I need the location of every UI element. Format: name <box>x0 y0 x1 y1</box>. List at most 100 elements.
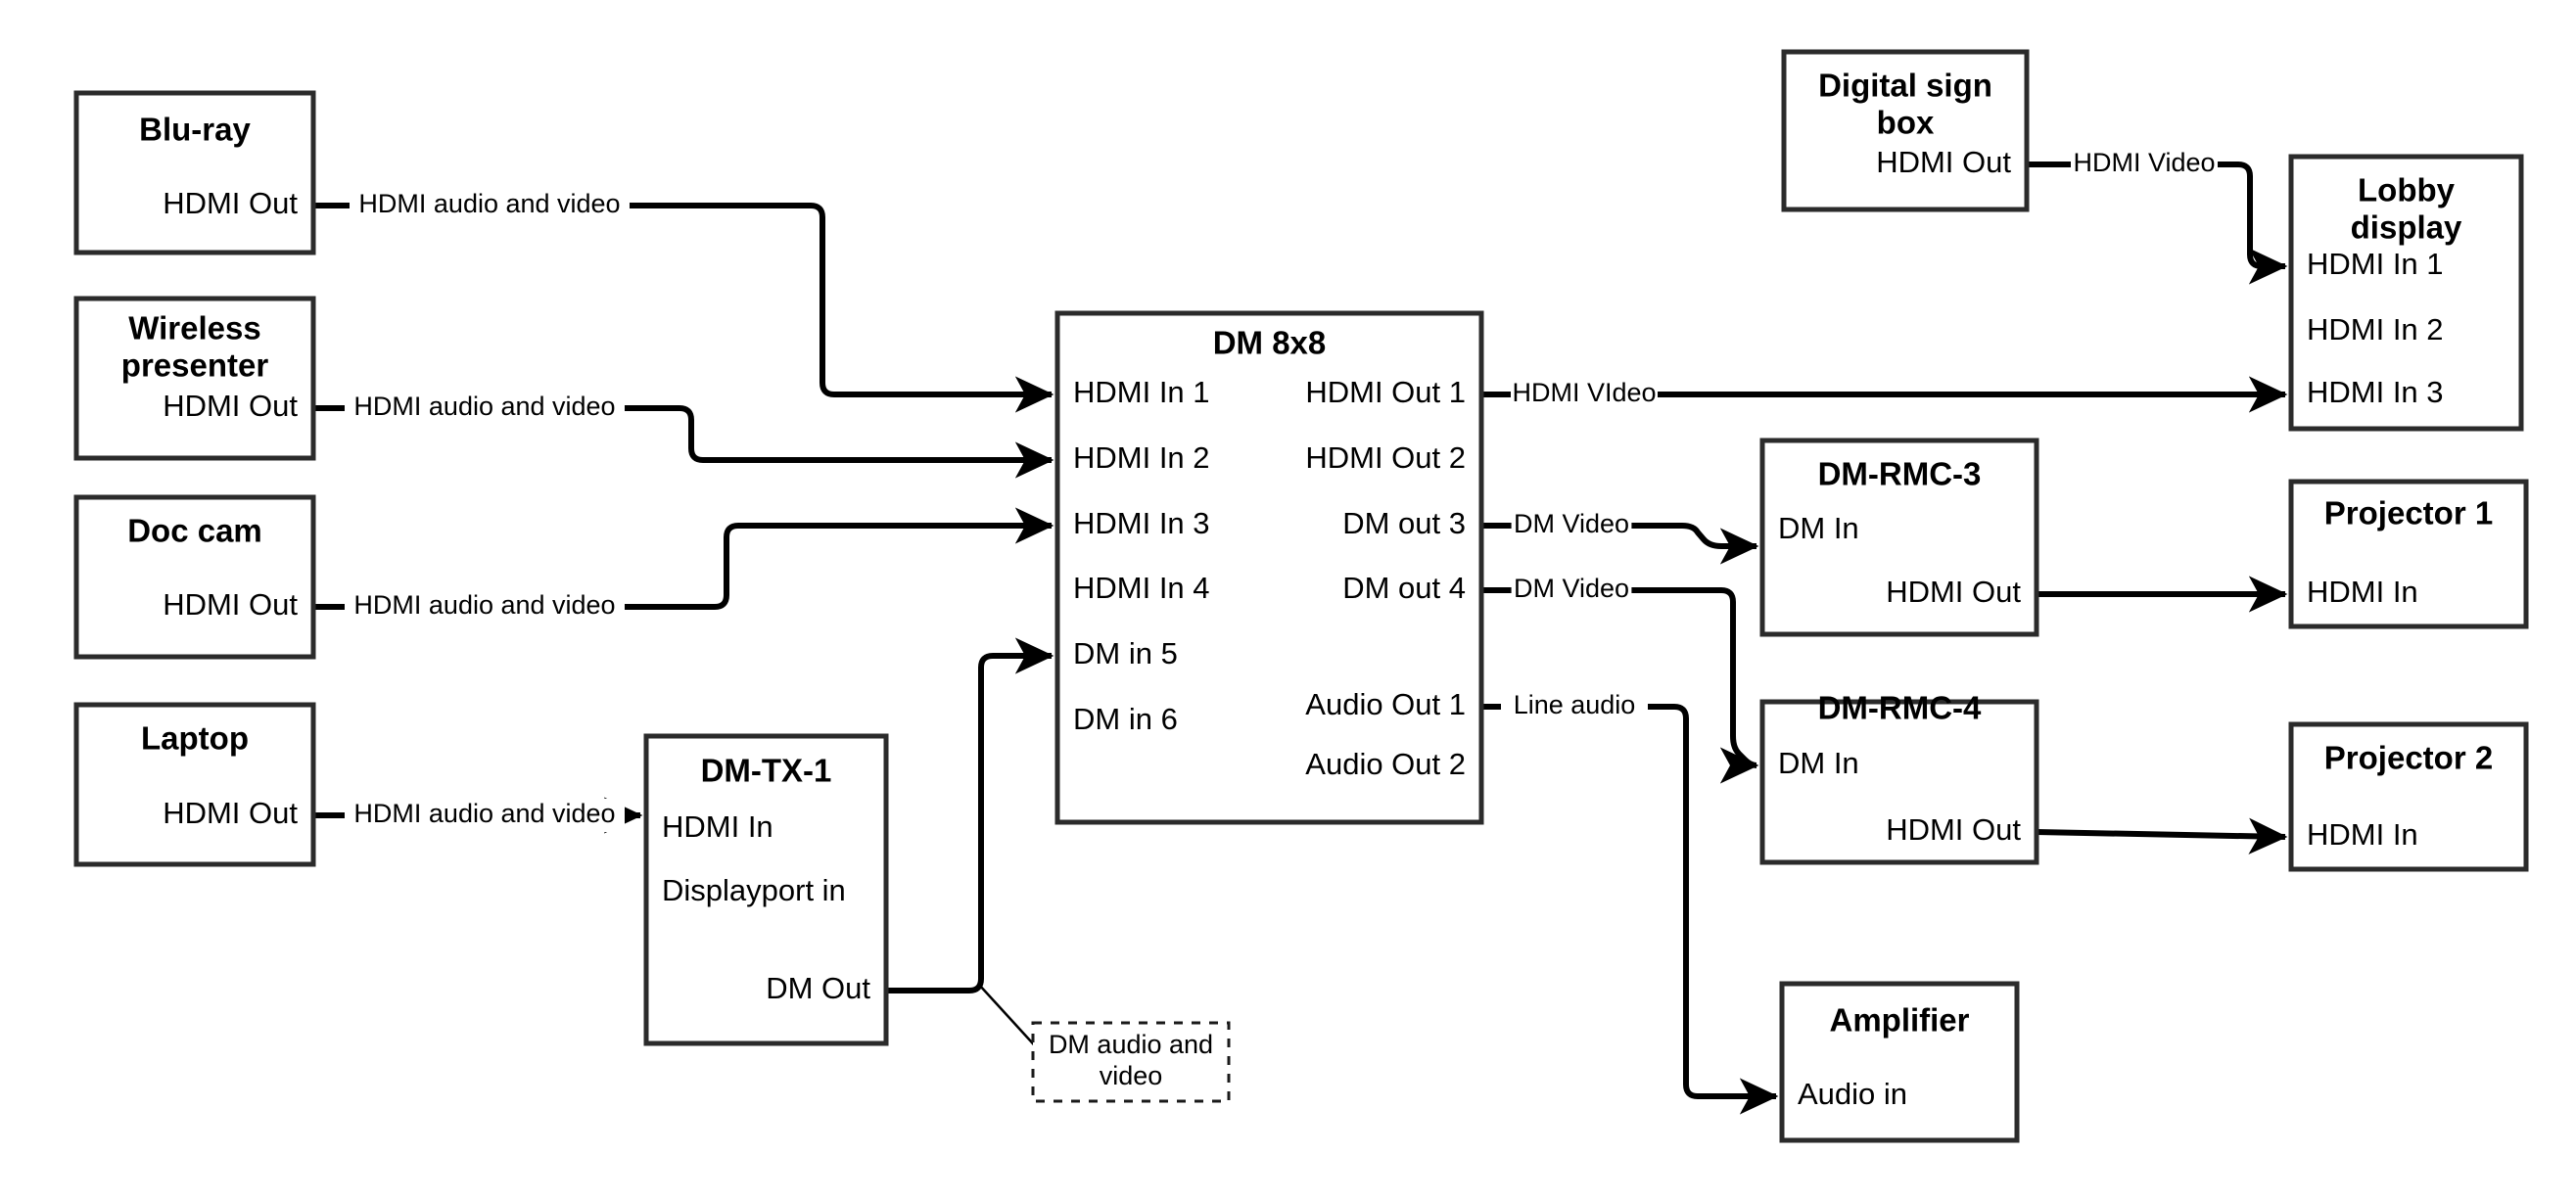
connector-label-bg-digitalsign-to-lobby <box>2071 148 2218 181</box>
node-box-digital-sign-box <box>1781 49 2030 212</box>
port-dm-8x8-hdmi-in-2[interactable]: HDMI In 2 <box>1073 440 1210 475</box>
port-lobby-display-hdmi-in-1[interactable]: HDMI In 1 <box>2307 247 2444 281</box>
node-box-projector-1 <box>2288 479 2529 629</box>
connector-rmc4-to-projector2 <box>2036 817 2288 855</box>
port-dm-8x8-hdmi-out-1[interactable]: HDMI Out 1 <box>1305 375 1466 409</box>
port-projector-1-hdmi-in[interactable]: HDMI In <box>2307 575 2418 609</box>
connector-label-bg-dm8x8-hdmiout1-to-lobby <box>1511 378 1658 411</box>
node-box-dm-tx-1 <box>643 733 889 1046</box>
node-title-lobby-display: display <box>2351 209 2462 246</box>
connector-label-bg-bluray-to-dm8x8 <box>350 189 630 222</box>
node-title-amplifier: Amplifier <box>1829 1002 1969 1039</box>
node-title-laptop: Laptop <box>141 720 249 757</box>
connector-label-dm8x8-dmout3-to-rmc3: DM Video <box>1511 509 1632 542</box>
connector-label-text-dm8x8-dmout4-to-rmc4: DM Video <box>1514 574 1629 603</box>
connector-label-text-bluray-to-dm8x8: HDMI audio and video <box>358 189 620 218</box>
node-title-wireless-presenter: presenter <box>121 347 269 384</box>
port-wireless-presenter-hdmi-out[interactable]: HDMI Out <box>163 389 298 423</box>
connector-digitalsign-to-lobby <box>2027 162 2288 285</box>
port-dm-tx-1-dm-out[interactable]: DM Out <box>766 971 870 1005</box>
port-dm-tx-1-hdmi-in[interactable]: HDMI In <box>662 809 773 844</box>
callout-label-dm-audio-and-video: video <box>1100 1061 1163 1090</box>
callout-box-dm-audio-and-video <box>1031 1021 1231 1103</box>
node-projector-2[interactable]: Projector 2 HDMI In <box>2288 721 2529 872</box>
connector-label-dm8x8-dmout4-to-rmc4: DM Video <box>1511 574 1632 607</box>
node-title-digital-sign-box: Digital sign <box>1818 68 1992 104</box>
connector-label-wireless-to-dm8x8: HDMI audio and video <box>345 392 625 425</box>
connector-label-bg-wireless-to-dm8x8 <box>345 392 625 425</box>
connector-bluray-to-dm8x8 <box>313 203 1054 413</box>
node-title-dm-rmc-4: DM-RMC-4 <box>1818 690 1982 726</box>
node-title-dm-8x8: DM 8x8 <box>1213 325 1327 361</box>
port-dm-8x8-audio-out-2[interactable]: Audio Out 2 <box>1305 747 1466 781</box>
port-dm-8x8-hdmi-in-4[interactable]: HDMI In 4 <box>1073 571 1210 605</box>
connector-label-bg-laptop-to-dmtx1 <box>345 799 625 832</box>
node-dm-rmc-4[interactable]: DM-RMC-4 DM In HDMI Out <box>1759 690 2039 865</box>
connector-label-text-doccam-to-dm8x8: HDMI audio and video <box>353 590 615 620</box>
port-dm-tx-1-displayport-in[interactable]: Displayport in <box>662 873 846 907</box>
port-dm-8x8-hdmi-in-1[interactable]: HDMI In 1 <box>1073 375 1210 409</box>
port-dm-rmc-3-dm-in[interactable]: DM In <box>1778 511 1859 545</box>
port-dm-8x8-dm-out-4[interactable]: DM out 4 <box>1342 571 1466 605</box>
connector-label-text-laptop-to-dmtx1: HDMI audio and video <box>353 799 615 828</box>
connector-label-dm8x8-audioout1-to-amplifier: Line audio <box>1501 690 1648 723</box>
node-box-dm-rmc-3 <box>1759 438 2039 637</box>
connector-label-bg-dm8x8-dmout3-to-rmc3 <box>1511 509 1632 542</box>
port-dm-8x8-dm-out-3[interactable]: DM out 3 <box>1342 506 1466 540</box>
port-dm-8x8-audio-out-1[interactable]: Audio Out 1 <box>1305 687 1466 721</box>
port-dm-8x8-dm-in-6[interactable]: DM in 6 <box>1073 702 1178 736</box>
node-box-amplifier <box>1779 981 2020 1143</box>
port-dm-8x8-hdmi-out-2[interactable]: HDMI Out 2 <box>1305 440 1466 475</box>
connector-label-text-dm8x8-audioout1-to-amplifier: Line audio <box>1514 690 1636 719</box>
port-dm-rmc-4-hdmi-out[interactable]: HDMI Out <box>1886 812 2021 847</box>
connector-dm-audio-video-leader <box>978 984 1042 1053</box>
port-dm-8x8-dm-in-5[interactable]: DM in 5 <box>1073 636 1178 670</box>
port-laptop-hdmi-out[interactable]: HDMI Out <box>163 796 298 830</box>
port-lobby-display-hdmi-in-2[interactable]: HDMI In 2 <box>2307 312 2444 346</box>
connector-label-bg-dm8x8-audioout1-to-amplifier <box>1501 690 1648 723</box>
port-bluray-hdmi-out[interactable]: HDMI Out <box>163 186 298 220</box>
port-projector-2-hdmi-in[interactable]: HDMI In <box>2307 817 2418 852</box>
port-dm-8x8-hdmi-in-3[interactable]: HDMI In 3 <box>1073 506 1210 540</box>
node-title-projector-2: Projector 2 <box>2324 740 2493 776</box>
port-dm-rmc-4-dm-in[interactable]: DM In <box>1778 746 1859 780</box>
port-dm-rmc-3-hdmi-out[interactable]: HDMI Out <box>1886 575 2021 609</box>
node-title-projector-1: Projector 1 <box>2324 495 2493 531</box>
connector-dm8x8-dmout3-to-rmc3 <box>1481 523 1759 565</box>
port-lobby-display-hdmi-in-3[interactable]: HDMI In 3 <box>2307 375 2444 409</box>
connector-label-dm8x8-hdmiout1-to-lobby: HDMI VIdeo <box>1511 378 1658 411</box>
node-title-lobby-display: Lobby <box>2358 172 2456 208</box>
connector-label-text-dm8x8-hdmiout1-to-lobby: HDMI VIdeo <box>1512 378 1656 407</box>
connector-wireless-to-dm8x8 <box>313 405 1054 479</box>
node-title-bluray: Blu-ray <box>139 112 251 148</box>
node-box-wireless-presenter <box>73 296 316 461</box>
connector-dm8x8-audioout1-to-amplifier <box>1481 704 1779 1115</box>
node-title-doc-cam: Doc cam <box>127 513 262 549</box>
connector-doccam-to-dm8x8 <box>313 507 1054 610</box>
connector-dmtx1-to-dm8x8 <box>886 637 1054 993</box>
connector-label-laptop-to-dmtx1: HDMI audio and video <box>345 799 625 832</box>
node-title-wireless-presenter: Wireless <box>128 310 260 346</box>
node-projector-1[interactable]: Projector 1 HDMI In <box>2288 479 2529 629</box>
connector-label-bluray-to-dm8x8: HDMI audio and video <box>350 189 630 222</box>
port-digital-sign-box-hdmi-out[interactable]: HDMI Out <box>1876 145 2011 179</box>
port-amplifier-audio-in[interactable]: Audio in <box>1798 1077 1907 1111</box>
node-box-dm-8x8 <box>1054 310 1484 825</box>
port-doc-cam-hdmi-out[interactable]: HDMI Out <box>163 587 298 622</box>
